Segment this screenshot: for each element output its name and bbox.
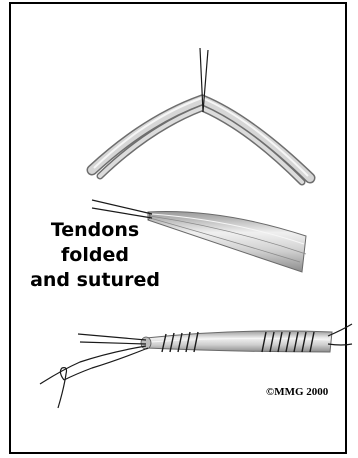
caption-line-2: folded — [20, 243, 170, 268]
caption-line-1: Tendons — [20, 218, 170, 243]
caption-line-3: and sutured — [20, 268, 170, 293]
caption-tendons-folded-and-sutured: Tendons folded and sutured — [20, 218, 170, 293]
suture-knot — [58, 368, 67, 408]
copyright-notice: ©MMG 2000 — [266, 386, 328, 398]
suture-thread-lower — [92, 208, 152, 218]
suture-thread-upper — [92, 200, 152, 214]
bent-tendon-stage-1 — [92, 48, 310, 182]
